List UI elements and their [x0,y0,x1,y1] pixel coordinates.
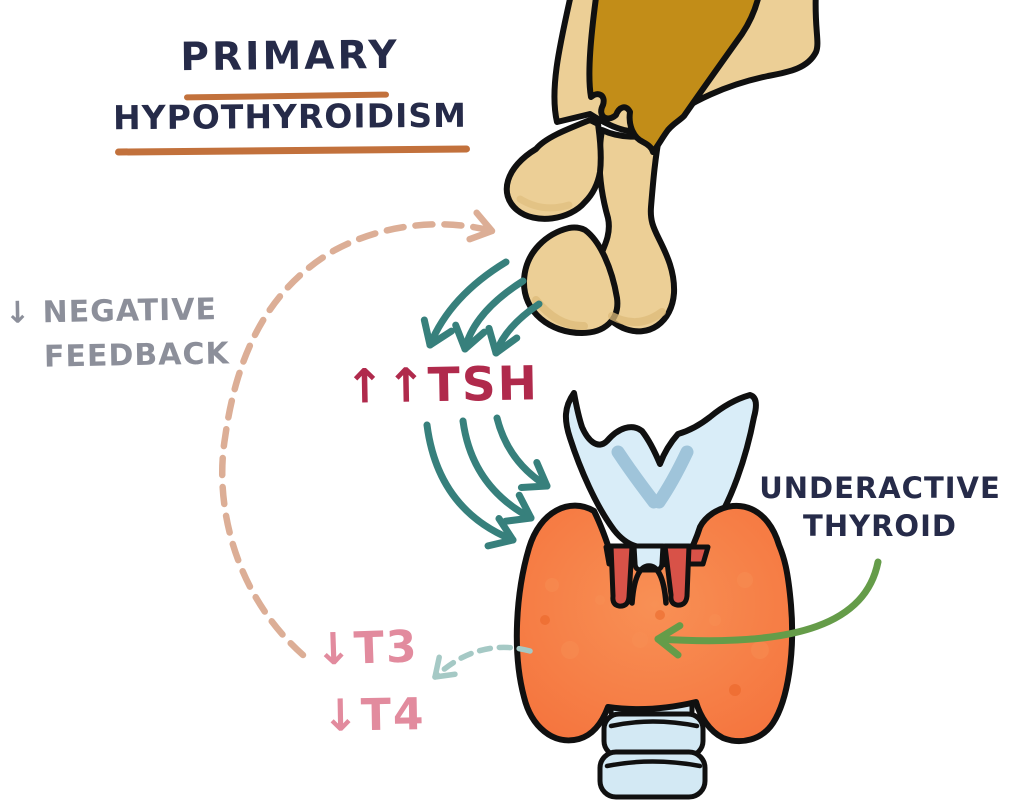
posterior-lobe-shading [608,308,666,326]
underactive-thyroid-label-line1: UNDERACTIVE [759,471,1001,505]
tsh-release-arrows [420,258,543,357]
underactive-thyroid-label-line2: THYROID [803,509,957,543]
tsh-label: ↑↑TSH [344,356,540,415]
cricothyroid-muscle-left [608,543,635,609]
title-line1: PRIMARY [180,32,400,81]
isthmus-arch-line [629,563,669,606]
underactive-thyroid-arrow [654,558,882,659]
thyroid-gland [513,502,796,744]
cricothyroid-muscle-right [662,543,692,608]
cartilage-shading-right [652,445,694,509]
hypothalamus-nucleus [586,0,761,155]
title-line2: HYPOTHYROIDISM [112,95,468,138]
negative-feedback-label-line1: ↓ NEGATIVE [4,292,218,331]
cartilage-shading-left [611,445,661,509]
trachea [597,694,708,800]
t3-label: ↓T3 [314,621,420,676]
t3-t4-secretion-arrow [432,644,533,680]
thyroid-cartilage [562,390,759,553]
drip-shading [516,195,573,212]
t4-label: ↓T4 [321,689,426,742]
thyroid-texture [540,572,769,696]
pituitary-drip [503,117,604,222]
negative-feedback-label-line2: FEEDBACK [43,336,231,375]
negative-feedback-arrow [219,209,496,659]
tsh-to-thyroid-arrows [423,414,551,550]
hypothalamus-pituitary-illustration [503,0,821,336]
thyroid-illustration [513,390,796,800]
